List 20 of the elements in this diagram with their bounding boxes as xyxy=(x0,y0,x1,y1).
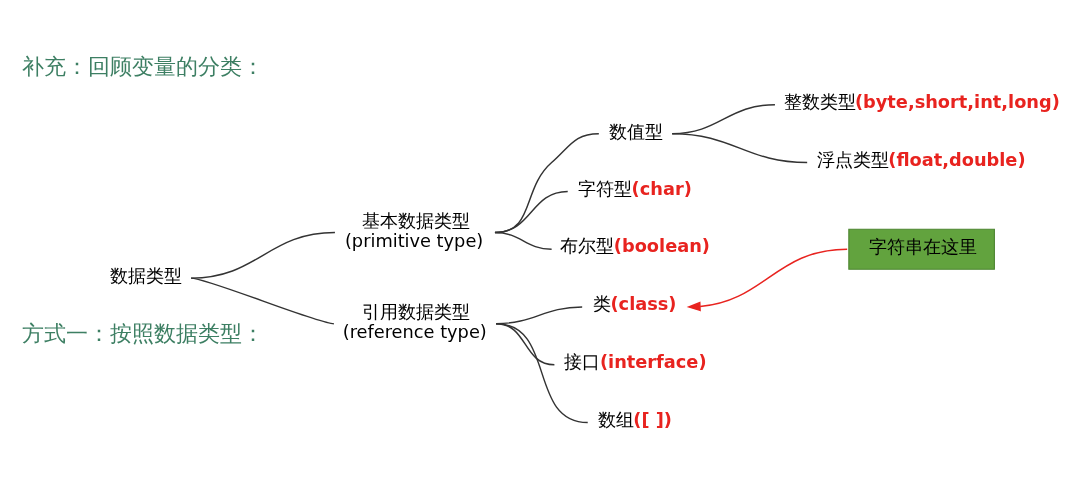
connector xyxy=(190,231,336,279)
node-box: 字符串在这里 xyxy=(848,228,995,270)
node-text: 数值型 xyxy=(608,121,663,142)
node-text: 接口(interface) xyxy=(564,351,707,372)
node-text: 数组([ ]) xyxy=(597,409,672,430)
node-text: 浮点类型(float,double) xyxy=(817,149,1026,170)
node-text: 字符型(char) xyxy=(578,178,692,199)
arrow xyxy=(686,248,848,312)
connector xyxy=(671,132,808,164)
node-text: 数据类型 xyxy=(109,266,182,287)
label: 方式一：按照数据类型： xyxy=(21,320,264,347)
node-text: 引用数据类型 (reference type) xyxy=(342,301,487,342)
connector xyxy=(494,231,553,250)
node-text: 基本数据类型 (primitive type) xyxy=(344,210,484,251)
node-text: 布尔型(boolean) xyxy=(560,236,710,257)
node-text: 类(class) xyxy=(592,294,677,315)
connector xyxy=(495,322,589,424)
node-text: 整数类型(byte,short,int,long) xyxy=(783,91,1060,112)
connector xyxy=(190,277,335,325)
diagram-title: 补充：回顾变量的分类： xyxy=(21,52,264,79)
